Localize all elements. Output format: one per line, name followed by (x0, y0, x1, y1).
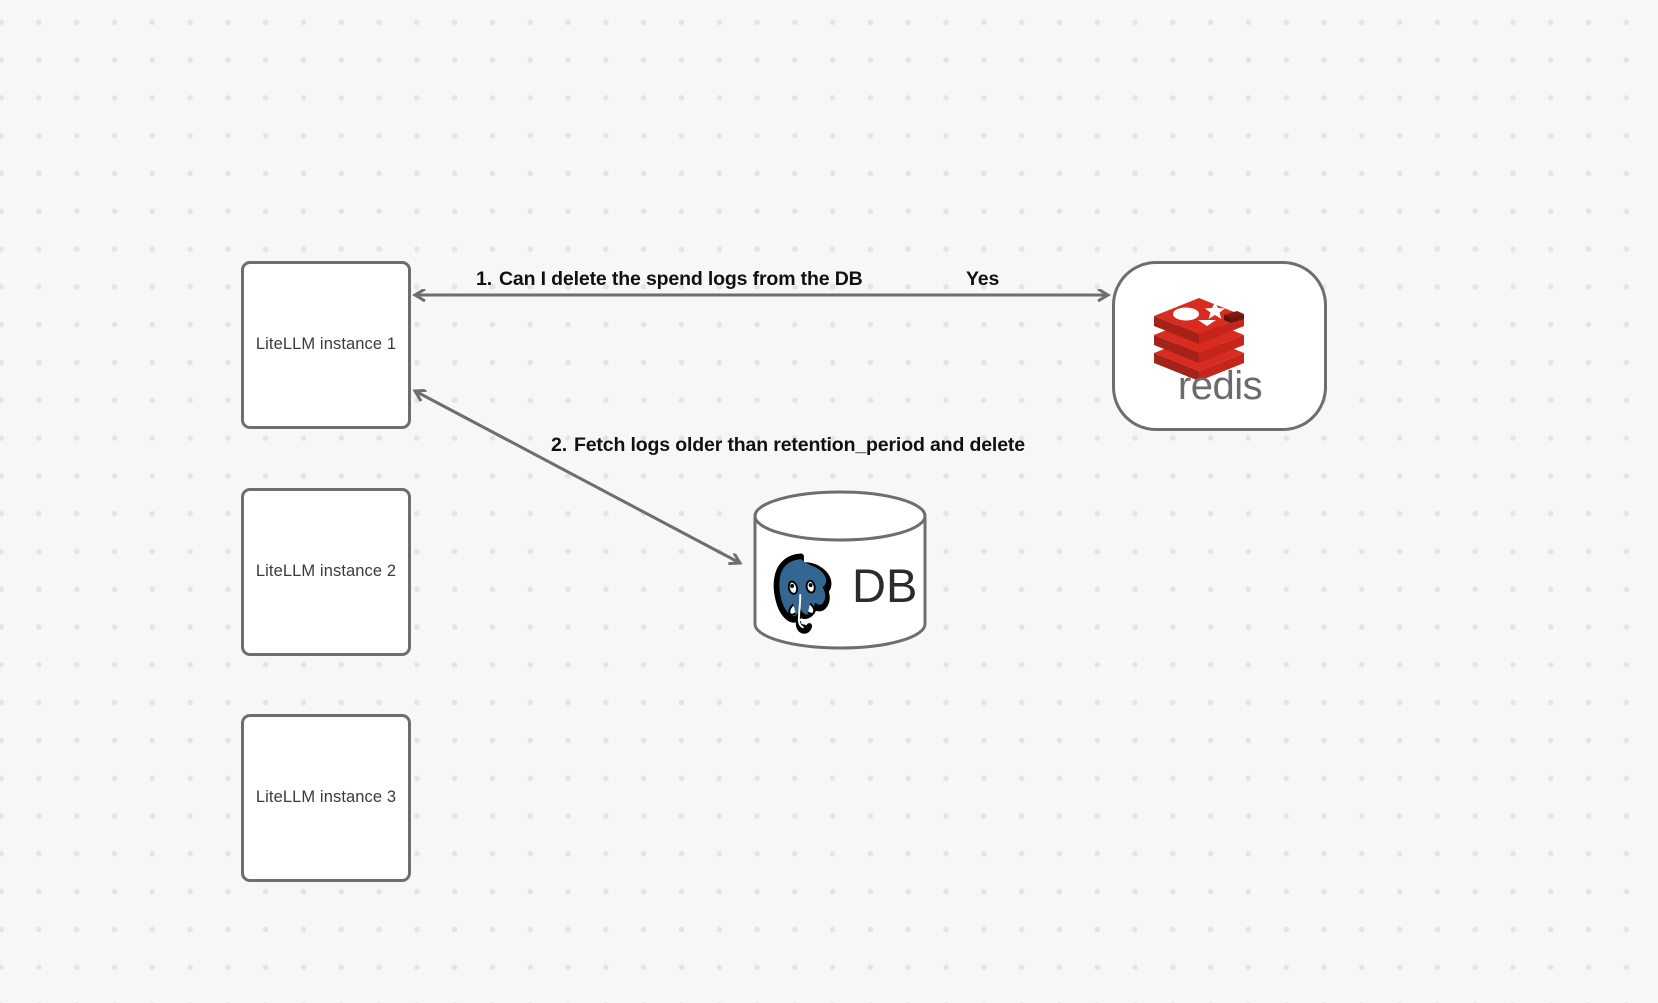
node-postgres-db[interactable]: DB (752, 490, 928, 650)
step-text: Can I delete the spend logs from the DB (498, 268, 863, 290)
node-litellm-instance-1[interactable]: LiteLLM instance 1 (241, 261, 411, 429)
step-number: 1. (476, 268, 492, 290)
edge-label-step-1: 1. Can I delete the spend logs from the D… (476, 268, 863, 291)
step-number: 2. (551, 434, 567, 456)
node-litellm-instance-2[interactable]: LiteLLM instance 2 (241, 488, 411, 656)
redis-wordmark: redis (1177, 364, 1261, 405)
db-label: DB (852, 559, 917, 612)
node-redis[interactable]: redis (1112, 261, 1327, 431)
database-cylinder-icon: DB (753, 490, 927, 650)
node-label: LiteLLM instance 3 (255, 788, 397, 807)
redis-logo-icon: redis (1153, 298, 1262, 405)
node-label: LiteLLM instance 2 (255, 562, 397, 581)
edge-label-step-2: 2. Fetch logs older than retention_period… (551, 434, 1025, 457)
node-litellm-instance-3[interactable]: LiteLLM instance 3 (241, 714, 411, 882)
step-text: Fetch logs older than retention_period a… (573, 434, 1025, 456)
edge-label-redis-reply: Yes (966, 268, 1000, 290)
postgresql-elephant-icon (773, 553, 832, 634)
node-label: LiteLLM instance 1 (255, 335, 397, 354)
